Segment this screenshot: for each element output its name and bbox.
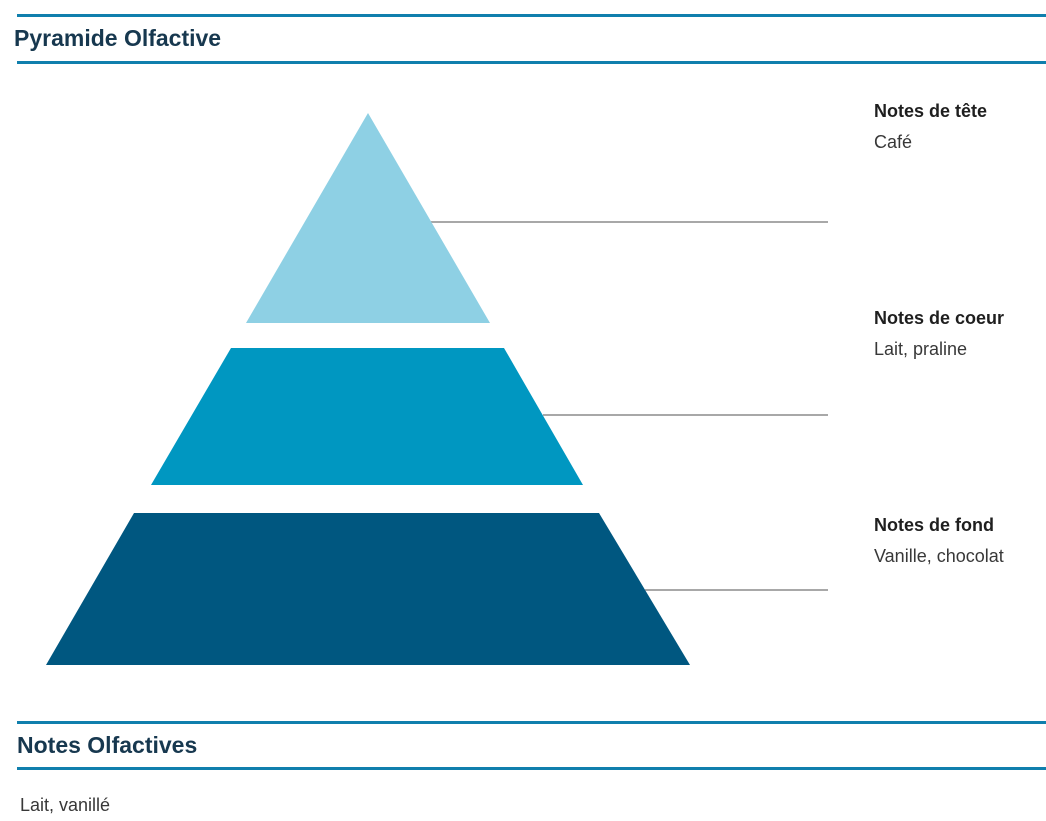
level-label-tete: Notes de tête Café xyxy=(874,101,1039,153)
level-label-coeur: Notes de coeur Lait, praline xyxy=(874,308,1039,360)
level-label-fond: Notes de fond Vanille, chocolat xyxy=(874,515,1039,567)
divider-top xyxy=(17,14,1046,17)
notes-content-text: Lait, vanillé xyxy=(20,795,111,815)
pyramid-level-middle-shape xyxy=(151,348,583,485)
notes-section-title: Notes Olfactives xyxy=(17,732,198,758)
level-name-fond: Notes de fond xyxy=(874,515,994,535)
level-name-coeur: Notes de coeur xyxy=(874,308,1005,328)
level-notes-fond: Vanille, chocolat xyxy=(874,546,1004,566)
level-notes-coeur: Lait, praline xyxy=(874,339,968,359)
divider-notes-top xyxy=(17,721,1046,724)
olfactory-pyramid-diagram xyxy=(46,113,828,665)
pyramid-level-top-shape xyxy=(246,113,490,323)
divider-under-title xyxy=(17,61,1046,64)
pyramid-level-bottom-shape xyxy=(46,513,690,665)
level-notes-tete: Café xyxy=(874,132,913,152)
pyramid-section-title: Pyramide Olfactive xyxy=(14,25,222,51)
level-name-tete: Notes de tête xyxy=(874,101,988,121)
divider-notes-bottom xyxy=(17,767,1046,770)
